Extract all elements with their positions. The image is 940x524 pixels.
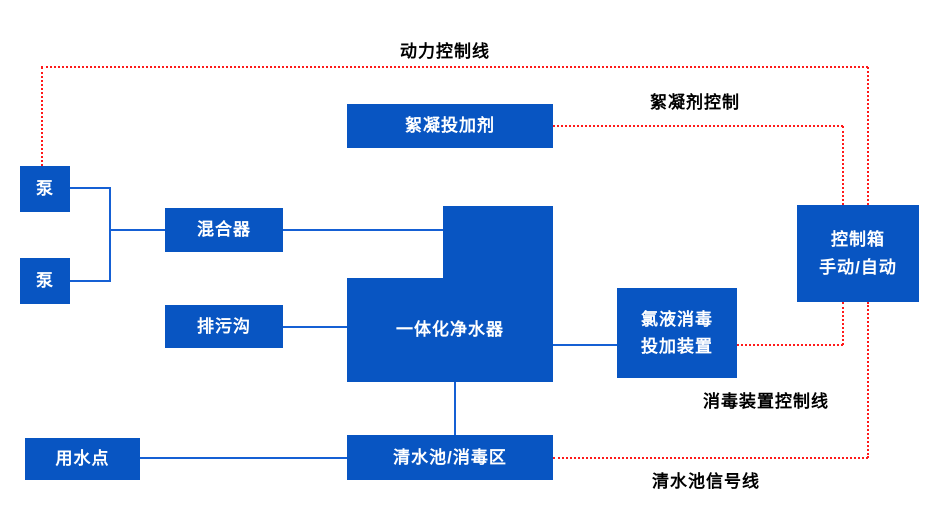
flocculant-control-line-vertical	[842, 126, 844, 205]
node-mixer: 混合器	[165, 208, 283, 252]
node-pump-1: 泵	[20, 166, 70, 212]
disinfect-control-line-vertical	[842, 302, 844, 345]
line-pump2-to-junction	[70, 280, 110, 282]
node-mixer-label: 混合器	[197, 220, 251, 240]
label-clearwater-signal-line: 清水池信号线	[652, 472, 760, 491]
line-waterpoint-to-clearwater	[140, 457, 347, 459]
node-pump-2-label: 泵	[36, 271, 54, 291]
line-purifier-to-chlorine	[553, 344, 617, 346]
node-clearwater-pool-label: 清水池/消毒区	[393, 447, 507, 467]
node-chlorine-doser-label-line1: 氯液消毒	[641, 309, 713, 329]
line-drain-to-purifier	[283, 326, 347, 328]
node-purifier-label: 一体化净水器	[396, 320, 504, 340]
node-control-box-label-line1: 控制箱	[831, 230, 885, 250]
node-pump-2: 泵	[20, 258, 70, 304]
node-water-use-point: 用水点	[25, 438, 140, 480]
line-junction-to-mixer	[109, 229, 165, 231]
line-mixer-to-purifier	[283, 229, 443, 231]
node-flocculant-doser: 絮凝投加剂	[347, 104, 553, 148]
clearwater-signal-line-horizontal	[553, 457, 868, 459]
line-pump1-to-junction	[70, 187, 110, 189]
node-clearwater-pool: 清水池/消毒区	[347, 435, 553, 480]
node-drain-ditch-label: 排污沟	[197, 316, 251, 336]
node-drain-ditch: 排污沟	[165, 305, 283, 348]
node-purifier-upper-body	[443, 206, 553, 282]
node-chlorine-doser-label-line2: 投加装置	[641, 337, 713, 356]
flocculant-control-line-horizontal	[553, 125, 843, 127]
node-chlorine-doser: 氯液消毒 投加装置	[617, 288, 737, 378]
disinfect-control-line-horizontal	[737, 344, 843, 346]
power-control-line-left	[41, 67, 43, 166]
power-control-line-right	[867, 67, 869, 205]
node-purifier: 一体化净水器	[347, 278, 553, 382]
line-purifier-to-clearwater	[454, 382, 456, 435]
label-power-control-line: 动力控制线	[400, 42, 490, 61]
node-pump-1-label: 泵	[36, 179, 54, 199]
node-control-box-label-line2: 手动/自动	[819, 257, 897, 277]
line-pumps-vertical	[109, 187, 111, 282]
node-flocculant-doser-label: 絮凝投加剂	[405, 116, 495, 136]
label-flocculant-control: 絮凝剂控制	[650, 93, 740, 112]
node-water-use-point-label: 用水点	[55, 449, 110, 469]
clearwater-signal-line-vertical	[867, 302, 869, 458]
label-disinfect-control-line: 消毒装置控制线	[703, 392, 829, 411]
node-control-box: 控制箱 手动/自动	[797, 205, 919, 302]
power-control-line-top	[41, 66, 868, 68]
